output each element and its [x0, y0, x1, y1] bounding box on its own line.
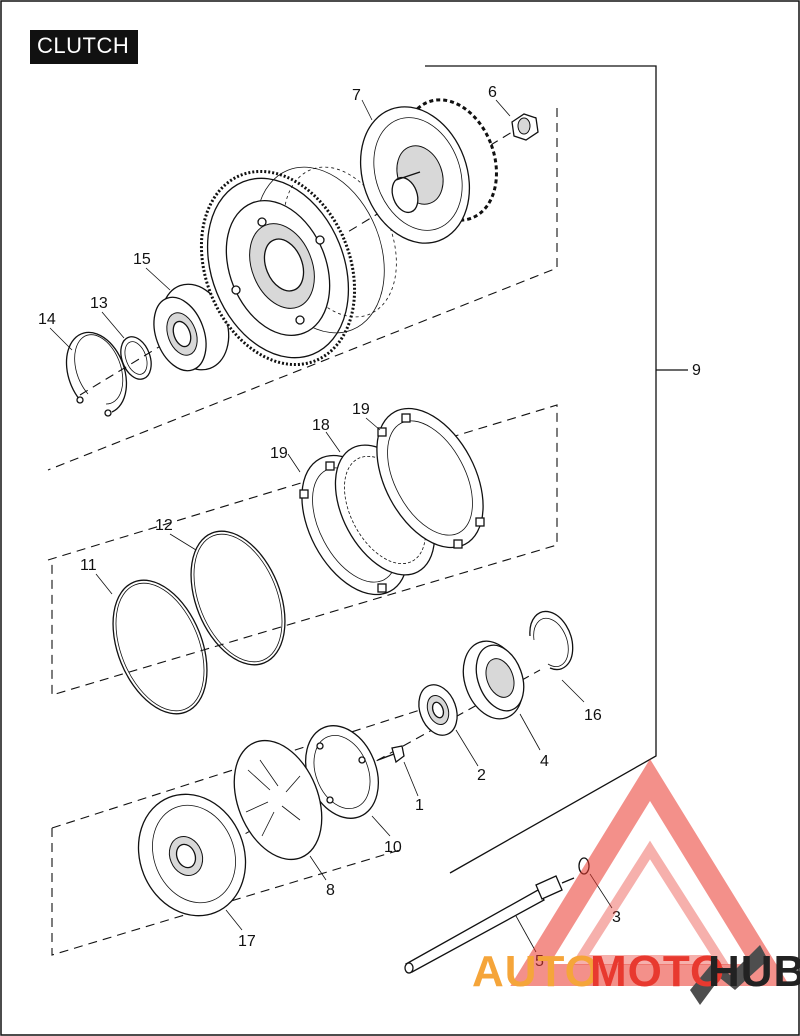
label-part-1: 1	[415, 797, 424, 814]
part-11-o-ring	[112, 579, 208, 715]
part-5-pushrod	[404, 875, 575, 974]
part-19-friction-plate-b	[376, 407, 485, 549]
label-part-7: 7	[352, 87, 361, 104]
label-part-14: 14	[38, 311, 56, 328]
part-7-clutch-hub	[359, 98, 498, 244]
label-part-19-b: 19	[270, 445, 288, 462]
label-part-12: 12	[155, 517, 173, 534]
dashed-group-bottom-left	[51, 828, 401, 956]
label-part-4: 4	[540, 753, 549, 770]
label-part-17: 17	[238, 933, 256, 950]
label-part-3: 3	[612, 909, 621, 926]
label-part-18: 18	[312, 417, 330, 434]
assembly-bracket-9	[425, 65, 657, 874]
title-badge	[30, 30, 138, 64]
part-10-release-plate	[305, 725, 379, 819]
watermark-logo	[510, 759, 790, 1005]
label-part-10: 10	[384, 839, 402, 856]
label-part-9: 9	[692, 362, 701, 379]
leader-lines	[49, 99, 613, 953]
label-part-2: 2	[477, 767, 486, 784]
part-16-snap-ring	[529, 610, 574, 671]
part-13-retaining-ring	[120, 336, 152, 380]
label-part-8: 8	[326, 882, 335, 899]
clutch-shell-ring-gear	[199, 166, 397, 367]
watermark-text-hub: HUB	[708, 947, 800, 996]
watermark-text-auto: AUTO	[472, 947, 600, 996]
part-number-labels: 1 2 3 4 5 6 7 8 9 10 11 12 13 14 15 16 1…	[38, 84, 701, 970]
watermark-text-moto: MOTO	[590, 947, 725, 996]
part-1-adjusting-screw	[377, 745, 405, 764]
label-part-6: 6	[488, 84, 497, 101]
dashed-group-top	[47, 108, 558, 471]
part-14-snap-ring	[65, 331, 128, 417]
part-2-bearing	[418, 684, 458, 736]
part-15-bearing	[153, 283, 230, 372]
part-17-pressure-plate	[137, 793, 247, 917]
dashed-group-bottom-top	[51, 709, 421, 829]
label-part-13: 13	[90, 295, 108, 312]
part-4-bearing-retainer	[462, 640, 525, 720]
part-6-hub-nut	[511, 113, 539, 141]
part-12-o-ring	[190, 530, 286, 666]
label-part-11: 11	[80, 557, 97, 574]
part-8-diaphragm-spring	[233, 739, 323, 861]
label-part-19-a: 19	[352, 401, 370, 418]
label-part-15: 15	[133, 251, 151, 268]
label-part-16: 16	[584, 707, 602, 724]
diagram-title: CLUTCH	[37, 33, 130, 58]
